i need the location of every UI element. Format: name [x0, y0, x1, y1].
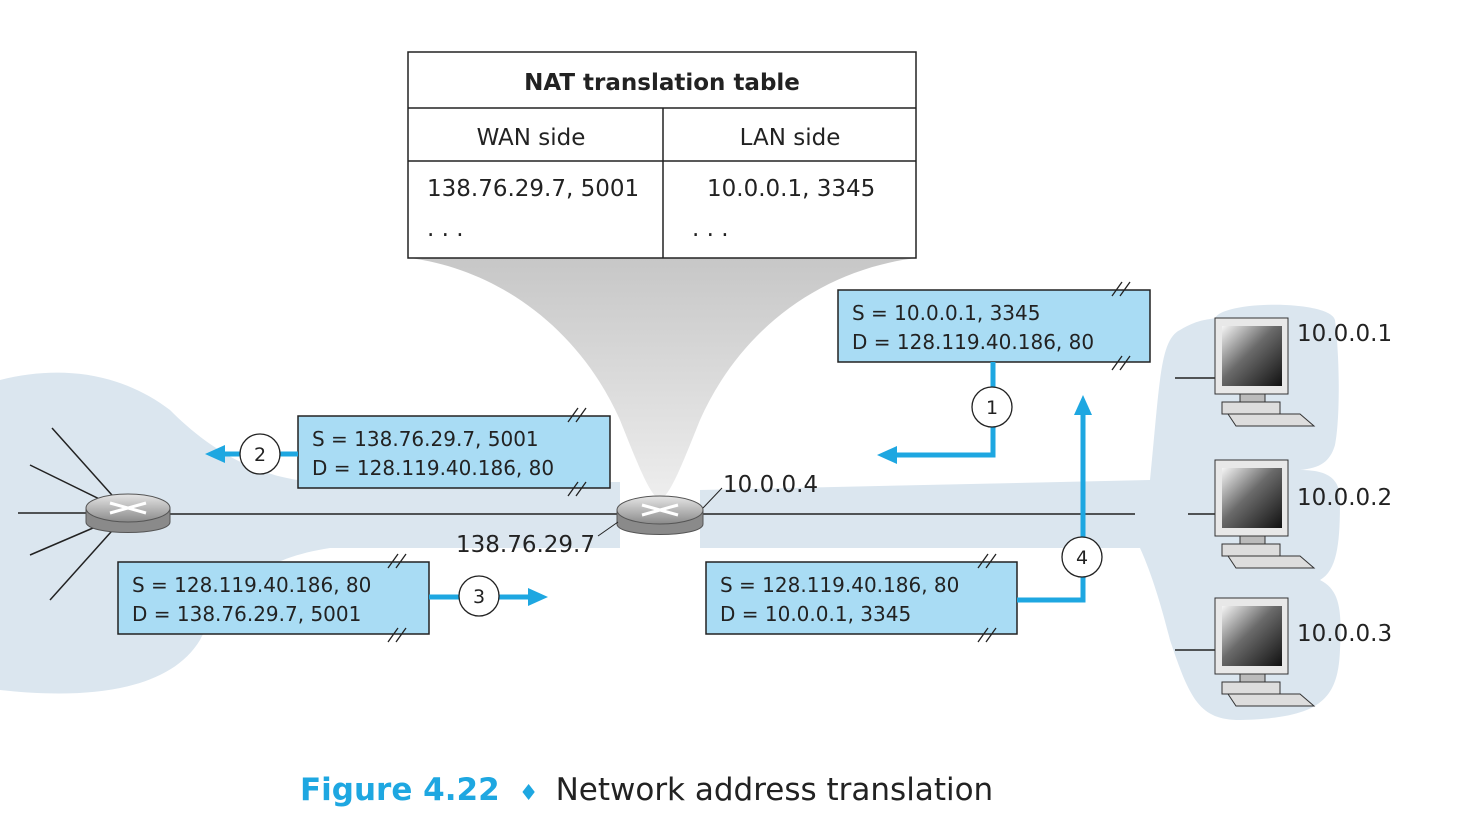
table-cell-wan: 138.76.29.7, 5001	[427, 176, 639, 202]
caption-bullet: ♦	[519, 781, 539, 806]
host-2-ip: 10.0.0.2	[1297, 485, 1392, 511]
packet-2-source: S = 138.76.29.7, 5001	[312, 427, 539, 451]
packet-1: S = 10.0.0.1, 3345 D = 128.119.40.186, 8…	[837, 281, 1151, 371]
internet-router	[85, 493, 171, 533]
packet-4-destination: D = 10.0.0.1, 3345	[720, 602, 911, 626]
router-lan-ip: 10.0.0.4	[723, 472, 818, 498]
figure-number: Figure 4.22	[300, 772, 500, 808]
host-1-computer-icon	[1214, 317, 1316, 427]
figure-caption: Figure 4.22 ♦ Network address translatio…	[300, 772, 993, 808]
router-wan-ip: 138.76.29.7	[456, 532, 595, 558]
packet-2-destination: D = 128.119.40.186, 80	[312, 456, 554, 480]
step-3-label: 3	[473, 586, 485, 608]
nat-translation-table: NAT translation table WAN side LAN side …	[407, 51, 917, 259]
wan-ip-pointer	[597, 521, 619, 537]
figure-title: Network address translation	[556, 772, 994, 808]
lan-ip-pointer	[702, 487, 723, 509]
packet-1-source: S = 10.0.0.1, 3345	[852, 301, 1040, 325]
step-2-label: 2	[254, 444, 266, 466]
arrow-4: 4	[1017, 395, 1103, 603]
table-cell-lan: 10.0.0.1, 3345	[707, 176, 875, 202]
host-3-computer-icon	[1214, 597, 1316, 707]
host-3-ip: 10.0.0.3	[1297, 621, 1392, 647]
arrow-1: 1	[877, 362, 1013, 464]
packet-1-destination: D = 128.119.40.186, 80	[852, 330, 1094, 354]
private-network-cloud	[700, 304, 1341, 720]
table-ellipsis-wan: . . .	[427, 216, 464, 242]
packet-4-source: S = 128.119.40.186, 80	[720, 573, 959, 597]
packet-2: S = 138.76.29.7, 5001 D = 128.119.40.186…	[297, 407, 611, 497]
packet-4: S = 128.119.40.186, 80 D = 10.0.0.1, 334…	[705, 553, 1018, 643]
table-header-wan: WAN side	[477, 125, 586, 151]
arrow-3: 3	[429, 575, 548, 617]
packet-3-destination: D = 138.76.29.7, 5001	[132, 602, 361, 626]
step-4-label: 4	[1076, 547, 1088, 569]
table-title: NAT translation table	[524, 70, 800, 96]
step-1-label: 1	[986, 397, 998, 419]
table-zoom-cone	[410, 258, 916, 500]
table-ellipsis-lan: . . .	[692, 216, 729, 242]
host-1-ip: 10.0.0.1	[1297, 321, 1392, 347]
nat-router	[616, 495, 704, 535]
packet-3: S = 128.119.40.186, 80 D = 138.76.29.7, …	[117, 553, 430, 643]
table-header-lan: LAN side	[740, 125, 841, 151]
host-2-computer-icon	[1214, 459, 1316, 569]
packet-3-source: S = 128.119.40.186, 80	[132, 573, 371, 597]
arrow-2: 2	[205, 433, 298, 475]
